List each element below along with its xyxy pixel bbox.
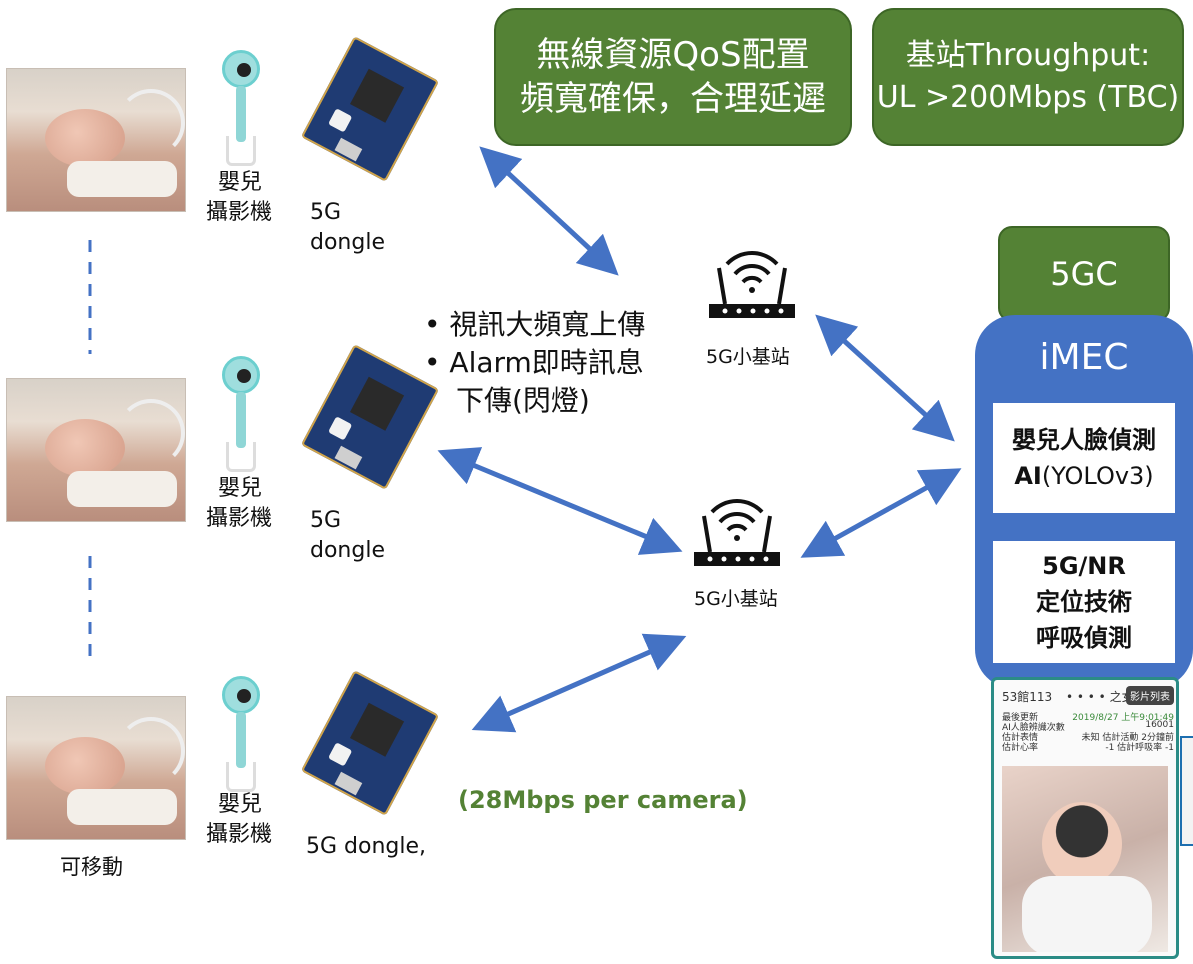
video-list-button[interactable]: 影片列表 [1126, 686, 1174, 705]
station-label-bottom: 5G小基站 [694, 588, 778, 610]
bullet-alarm: • Alarm即時訊息 [424, 346, 644, 379]
baby-video-frame [1002, 766, 1168, 952]
throughput-box: 基站Throughput: UL >200Mbps (TBC) [872, 8, 1184, 146]
arrow-dongle1-station [479, 146, 619, 276]
dashed-connectors [88, 240, 92, 666]
arrow-station-imec-top [815, 314, 955, 442]
rate-note: (28Mbps per camera) [458, 786, 748, 814]
camera-label-3: 嬰兒攝影機 [206, 792, 273, 847]
arrow-dongle3-station [471, 633, 687, 733]
arrow-dongle2-station [437, 447, 683, 555]
camera-label-2: 嬰兒攝影機 [206, 476, 273, 531]
imec-box: iMEC 嬰兒人臉偵測 AI(YOLOv3) 5G/NR 定位技術 呼吸偵測 [975, 315, 1193, 689]
baby-camera-icon-1 [220, 50, 262, 170]
baby-camera-icon-3 [220, 676, 262, 796]
baby-photo-2 [6, 378, 186, 522]
face-detection-panel: 嬰兒人臉偵測 AI(YOLOv3) [993, 403, 1175, 513]
phone-patient: • • • • 之女B [1066, 690, 1142, 704]
dongle-label-3: 5G dongle, [306, 834, 427, 859]
bullet-alarm-cont: 下傳(閃燈) [456, 384, 590, 417]
router-icon-bottom [694, 499, 780, 566]
imec-title: iMEC [1039, 337, 1129, 378]
5gc-box: 5GC [998, 226, 1170, 322]
baby-camera-icon-2 [220, 356, 262, 476]
nr-positioning-panel: 5G/NR 定位技術 呼吸偵測 [993, 541, 1175, 663]
phone-title: 53館113 [1002, 690, 1053, 704]
bullet-video-upload: • 視訊大頻寬上傳 [424, 308, 646, 341]
station-label-top: 5G小基站 [706, 346, 790, 368]
qos-box: 無線資源QoS配置 頻寬確保，合理延遲 [494, 8, 852, 146]
baby-photo-1 [6, 68, 186, 212]
mobile-label: 可移動 [60, 855, 123, 879]
baby-photo-3 [6, 696, 186, 840]
camera-label-1: 嬰兒攝影機 [206, 170, 273, 225]
arrow-station-imec-bottom [800, 468, 962, 558]
second-screen-edge [1180, 736, 1193, 846]
router-icon-top [709, 251, 795, 318]
